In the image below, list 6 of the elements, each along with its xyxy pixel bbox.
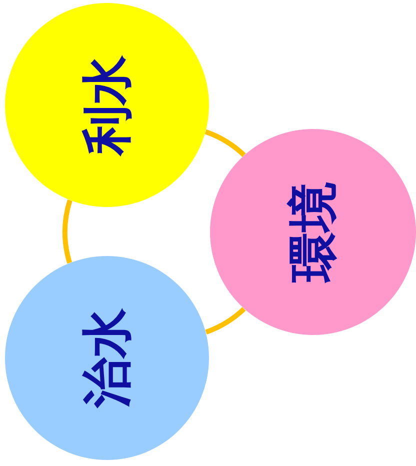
connector-arc bbox=[205, 307, 246, 334]
node-label: 治水 bbox=[82, 308, 132, 408]
connector-arc bbox=[62, 200, 72, 264]
node-label: 利水 bbox=[82, 55, 132, 155]
node-label: 環境 bbox=[288, 182, 338, 282]
connector-arc bbox=[204, 129, 246, 158]
